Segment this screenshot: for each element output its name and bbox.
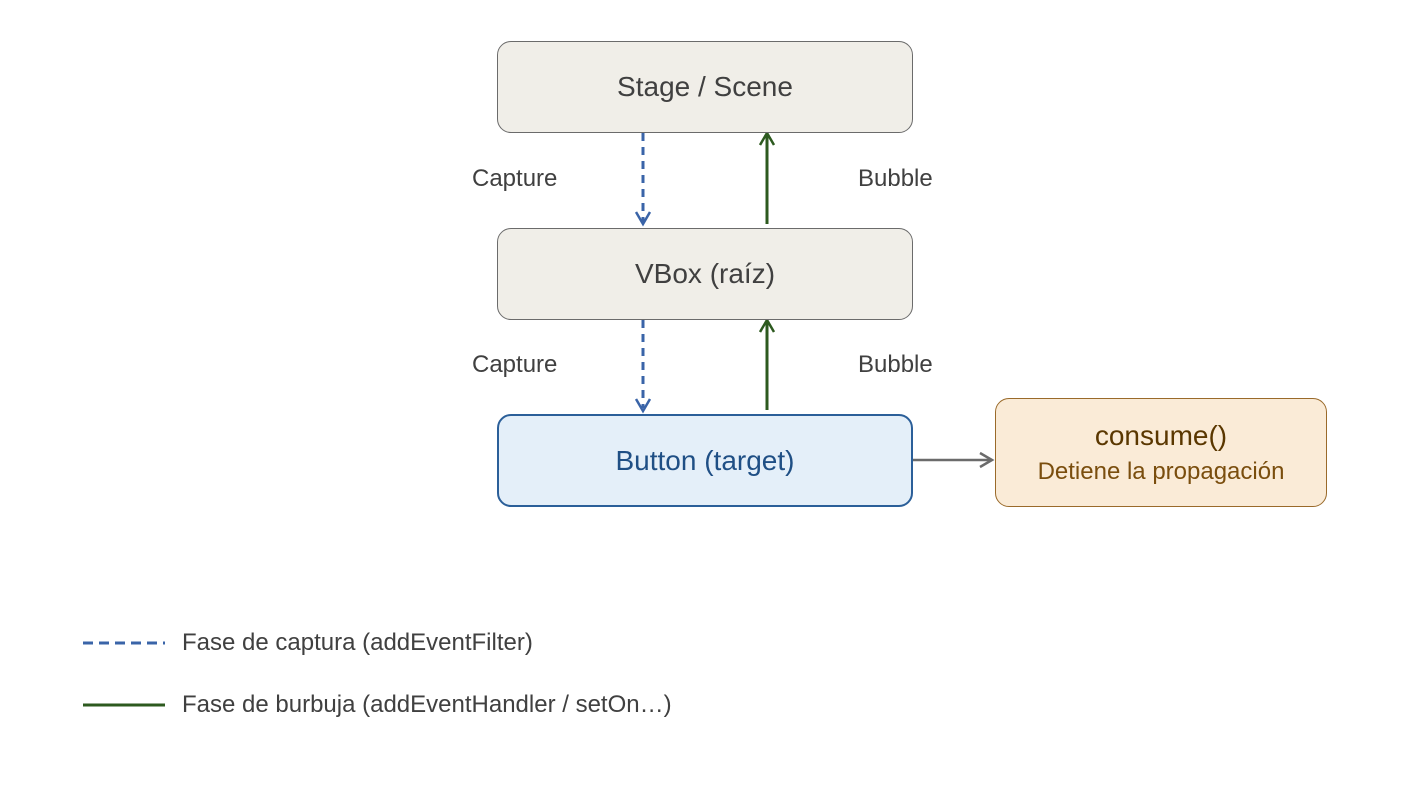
capture-arrow-stage-to-vbox <box>634 133 652 227</box>
bubble-label-1: Bubble <box>858 165 933 192</box>
bubble-arrow-button-to-vbox <box>758 317 776 410</box>
vbox-node: VBox (raíz) <box>497 228 913 320</box>
bubble-arrow-vbox-to-stage <box>758 130 776 224</box>
stage-scene-label: Stage / Scene <box>617 71 793 102</box>
consume-title: consume() <box>1094 419 1228 451</box>
button-target-node: Button (target) <box>497 414 913 507</box>
vbox-label: VBox (raíz) <box>634 258 776 289</box>
consume-node: consume() Detiene la propagación <box>995 398 1327 507</box>
bubble-label-2: Bubble <box>858 351 933 378</box>
consume-subtitle: Detiene la propagación <box>1037 457 1285 485</box>
capture-label-1: Capture <box>472 165 558 192</box>
stage-scene-node: Stage / Scene <box>497 41 913 133</box>
capture-label-2: Capture <box>472 351 558 378</box>
consume-arrow <box>913 451 995 469</box>
legend-capture-text: Fase de captura (addEventFilter) <box>182 629 533 656</box>
legend-bubble-text: Fase de burbuja (addEventHandler / setOn… <box>182 691 672 718</box>
capture-arrow-vbox-to-button <box>634 320 652 414</box>
button-target-label: Button (target) <box>615 444 795 476</box>
